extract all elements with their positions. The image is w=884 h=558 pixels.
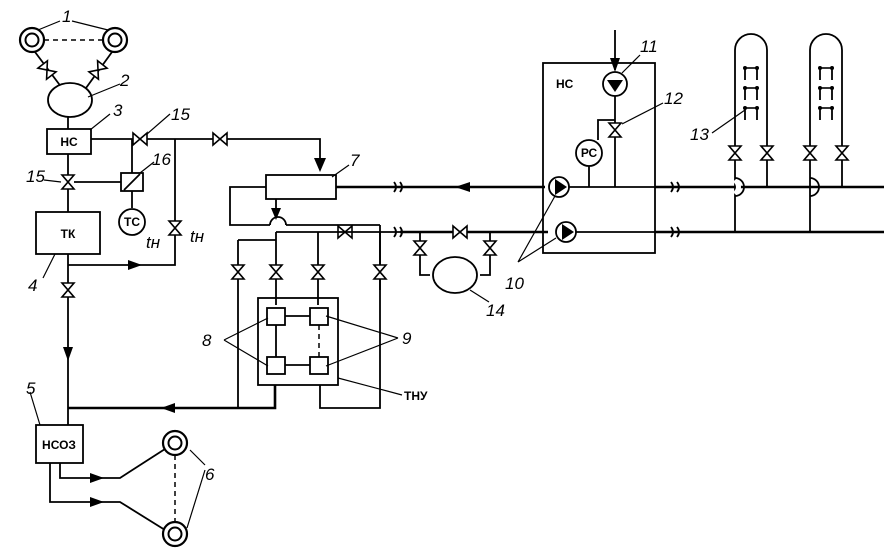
leader-lines (29, 20, 746, 529)
heat-exchanger-7 (265, 174, 337, 200)
callout-14: 14 (486, 301, 505, 320)
exchanger-loop (229, 186, 381, 290)
tank-14 (432, 256, 478, 294)
distribution-lines (655, 185, 884, 234)
ns-station (542, 62, 656, 254)
callout-9: 9 (402, 329, 412, 348)
callout-2: 2 (119, 71, 130, 90)
consumer-taps (742, 65, 835, 120)
cross-1 (734, 177, 745, 197)
riser-2 (809, 33, 843, 232)
callout-12: 12 (664, 89, 683, 108)
ns-label-3: НС (60, 135, 78, 149)
tn-label-2: tн (190, 227, 205, 246)
tk-label: ТК (61, 227, 76, 241)
callout-15b: 15 (26, 167, 45, 186)
ns-out (569, 186, 655, 233)
tnu-pipes (237, 232, 381, 409)
pump-2 (47, 82, 93, 118)
callout-13: 13 (690, 125, 709, 144)
return-line (68, 385, 277, 410)
tnu-internal (275, 315, 310, 366)
callout-16: 16 (152, 150, 171, 169)
callout-4: 4 (28, 276, 37, 295)
callout-8: 8 (202, 331, 212, 350)
callout-1: 1 (62, 7, 71, 26)
tn-label-1: tн (146, 233, 161, 252)
wells-top (18, 26, 129, 54)
crossover (269, 216, 287, 226)
supply-pipe (91, 138, 321, 170)
callout-10: 10 (505, 274, 524, 293)
evaporator-8a (266, 307, 286, 326)
callout-7: 7 (350, 151, 360, 170)
tnu-frame (257, 297, 339, 386)
ns-label-station: НС (556, 77, 574, 91)
ts-label: ТС (124, 215, 140, 229)
condenser-9b (309, 356, 329, 375)
rs-label: РС (581, 146, 598, 160)
tnu-label: ТНУ (404, 389, 428, 403)
nsoz-box-5 (35, 424, 84, 464)
ns-box-3 (46, 128, 92, 155)
condenser-9a (309, 307, 329, 326)
callout-5: 5 (26, 379, 36, 398)
cross-2 (809, 177, 820, 197)
ts-sensor (118, 208, 146, 236)
riser-1 (734, 33, 768, 232)
bypass-pipe (68, 139, 176, 266)
evaporator-8b (266, 356, 286, 375)
nsoz-label: НСОЗ (42, 438, 76, 452)
callout-15a: 15 (171, 105, 190, 124)
callout-3: 3 (113, 101, 123, 120)
ns-internal (597, 96, 616, 187)
callout-6: 6 (205, 465, 215, 484)
callout-11: 11 (640, 37, 658, 56)
